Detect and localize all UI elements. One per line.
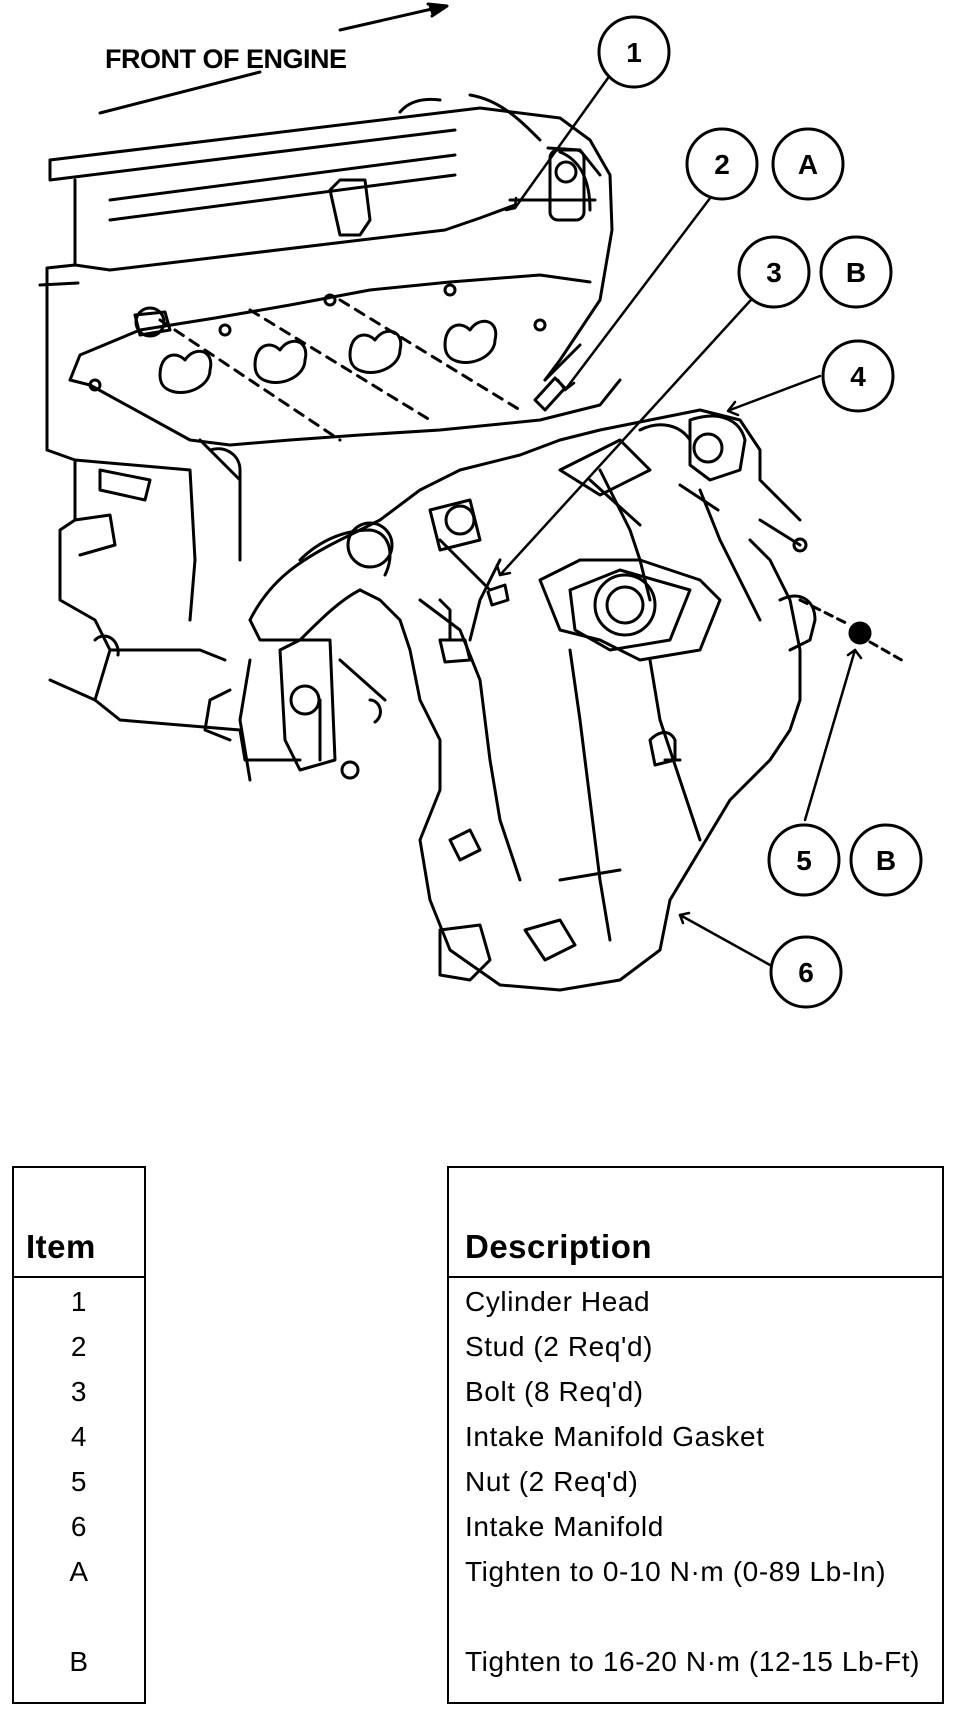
item-cell: 5: [70, 1466, 88, 1497]
bolt-drawing: [338, 478, 808, 724]
callout-a: A: [771, 127, 845, 201]
description-cell: Cylinder Head: [465, 1286, 651, 1317]
description-cell: Tighten to 16-20 N·m (12-15 Lb-Ft): [465, 1646, 921, 1677]
intake-gasket-drawing: [68, 273, 622, 447]
item-cell: B: [69, 1646, 89, 1677]
description-cell: Intake Manifold: [465, 1511, 664, 1542]
svg-text:B: B: [846, 257, 866, 288]
svg-text:4: 4: [850, 361, 866, 392]
cylinder-head-drawing: [38, 93, 614, 452]
svg-text:5: 5: [796, 845, 812, 876]
item-rows: 1 2 3 4 5 6 A B: [14, 1284, 144, 1689]
svg-text:3: 3: [766, 257, 782, 288]
intake-manifold-drawing: [203, 408, 817, 992]
item-cell: 3: [70, 1376, 88, 1407]
engine-block-drawing: [45, 438, 302, 762]
svg-text:1: 1: [626, 37, 642, 68]
callout-1: 1: [597, 15, 671, 89]
item-header-cell: Item: [14, 1168, 144, 1278]
callout-6: 6: [769, 935, 843, 1009]
callout-5: 5: [767, 823, 841, 897]
svg-text:B: B: [876, 845, 896, 876]
svg-text:A: A: [798, 149, 818, 180]
nut-drawing: [798, 598, 907, 664]
description-cell: Intake Manifold Gasket: [465, 1421, 765, 1452]
item-header: Item: [26, 1228, 96, 1265]
description-cell: Nut (2 Req'd): [465, 1466, 639, 1497]
callout-3: 3: [737, 235, 811, 309]
description-column-table: Description Cylinder Head Stud (2 Req'd)…: [447, 1166, 944, 1704]
callout-4: 4: [821, 339, 895, 413]
description-cell: Stud (2 Req'd): [465, 1331, 654, 1362]
item-column-table: Item 1 2 3 4 5 6 A B: [12, 1166, 146, 1704]
item-cell: A: [69, 1556, 89, 1587]
callout-2: 2: [685, 127, 759, 201]
item-cell: 1: [70, 1286, 88, 1317]
svg-text:6: 6: [798, 957, 814, 988]
item-cell: 4: [70, 1421, 88, 1452]
item-cell: 2: [70, 1331, 88, 1362]
svg-text:2: 2: [714, 149, 730, 180]
description-header: Description: [465, 1228, 653, 1265]
description-cell: Bolt (8 Req'd): [465, 1376, 644, 1407]
item-cell: 6: [70, 1511, 88, 1542]
front-direction-arrow: [98, 2, 449, 115]
description-cell: Tighten to 0-10 N·m (0-89 Lb-In): [465, 1556, 887, 1587]
front-of-engine-label: FRONT OF ENGINE: [105, 44, 347, 74]
callout-b-bottom: B: [849, 823, 923, 897]
description-header-cell: Description: [449, 1168, 942, 1278]
description-rows: Cylinder Head Stud (2 Req'd) Bolt (8 Req…: [449, 1284, 942, 1734]
leader-lines: [495, 76, 863, 967]
exploded-view-diagram: FRONT OF ENGINE 1 2 A 3 B 4 5 B 6: [38, 2, 923, 1009]
callout-b-top: B: [819, 235, 893, 309]
